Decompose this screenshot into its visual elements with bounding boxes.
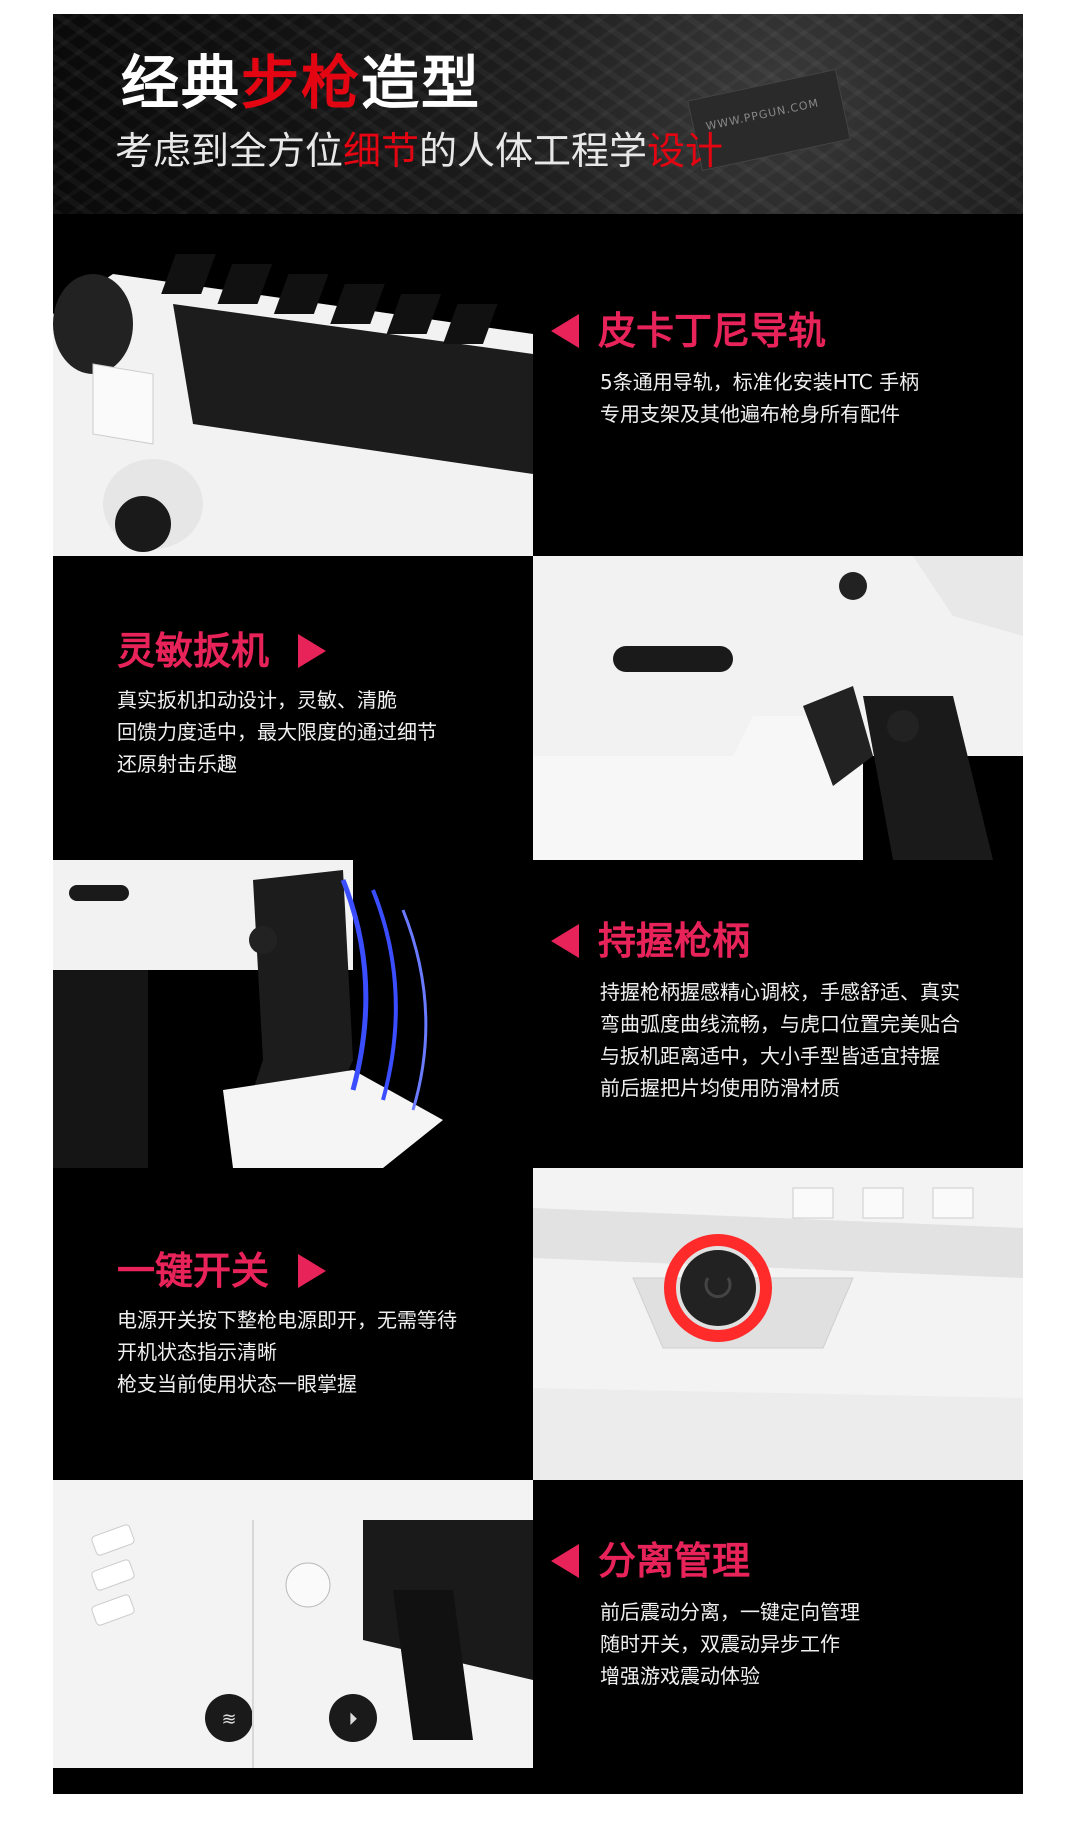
trigger-image: [533, 556, 1023, 860]
page-title: 经典步枪造型: [121, 54, 481, 112]
vibration-front-button: [205, 1694, 253, 1742]
feature-desc-grip: 持握枪柄握感精心调校，手感舒适、真实 弯曲弧度曲线流畅，与虎口位置完美贴合 与扳…: [600, 976, 960, 1104]
title-text: 经典: [121, 49, 242, 117]
svg-text:⏵: ⏵: [349, 1709, 358, 1730]
grip-illustration: [53, 860, 443, 1168]
feature-desc-rail: 5条通用导轨，标准化安装HTC 手柄 专用支架及其他遍布枪身所有配件: [600, 366, 919, 430]
desc-line: 还原射击乐趣: [117, 752, 237, 776]
desc-line: 回馈力度适中，最大限度的通过细节: [117, 720, 437, 744]
subtitle-text-2: 的人体工程学: [419, 129, 648, 173]
grip-image: [53, 860, 473, 1168]
vibration-image: ≋ ⏵: [53, 1480, 533, 1768]
arrow-right-icon: [298, 1254, 326, 1288]
svg-text:≋: ≋: [221, 1709, 236, 1730]
header-banner: WWW.PPGUN.COM 经典步枪造型 考虑到全方位细节的人体工程学设计: [53, 14, 1023, 214]
power-switch-illustration: [533, 1168, 1023, 1480]
feature-title-trigger: 灵敏扳机: [117, 629, 270, 673]
feature-title-power: 一键开关: [117, 1249, 270, 1293]
camo-texture: [53, 14, 1023, 214]
subtitle-highlight-2: 设计: [647, 129, 724, 173]
desc-line: 前后握把片均使用防滑材质: [600, 1076, 840, 1100]
desc-line: 前后震动分离，一键定向管理: [600, 1600, 860, 1624]
rail-illustration: [53, 254, 533, 556]
feature-title-grip: 持握枪柄: [598, 919, 751, 963]
power-ring: [664, 1234, 772, 1342]
arrow-left-icon: [551, 314, 579, 348]
subtitle-highlight-1: 细节: [343, 129, 420, 173]
desc-line: 增强游戏震动体验: [600, 1664, 760, 1688]
desc-line: 与扳机距离适中，大小手型皆适宜持握: [600, 1044, 940, 1068]
arrow-right-icon: [298, 634, 326, 668]
patch-text: WWW.PPGUN.COM: [704, 96, 821, 134]
vibration-rear-button: [329, 1694, 377, 1742]
desc-line: 真实扳机扣动设计，灵敏、清脆: [117, 688, 397, 712]
feature-desc-vibration: 前后震动分离，一键定向管理 随时开关，双震动异步工作 增强游戏震动体验: [600, 1596, 860, 1692]
desc-line: 电源开关按下整枪电源即开，无需等待: [117, 1308, 457, 1332]
arrow-left-icon: [551, 924, 579, 958]
feature-desc-power: 电源开关按下整枪电源即开，无需等待 开机状态指示清晰 枪支当前使用状态一眼掌握: [117, 1304, 457, 1400]
desc-line: 5条通用导轨，标准化安装HTC 手柄: [600, 370, 920, 394]
feature-title-rail: 皮卡丁尼导轨: [598, 309, 827, 353]
feature-desc-trigger: 真实扳机扣动设计，灵敏、清脆 回馈力度适中，最大限度的通过细节 还原射击乐趣: [117, 684, 437, 780]
power-switch-image: [533, 1168, 1023, 1480]
trigger-illustration: [533, 556, 1023, 860]
desc-line: 持握枪柄握感精心调校，手感舒适、真实: [600, 980, 960, 1004]
title-text-end: 造型: [361, 49, 482, 117]
desc-line: 开机状态指示清晰: [117, 1340, 277, 1364]
desc-line: 弯曲弧度曲线流畅，与虎口位置完美贴合: [600, 1012, 960, 1036]
desc-line: 专用支架及其他遍布枪身所有配件: [600, 402, 900, 426]
title-highlight: 步枪: [241, 49, 362, 117]
product-page: WWW.PPGUN.COM 经典步枪造型 考虑到全方位细节的人体工程学设计: [53, 14, 1023, 1794]
page-subtitle: 考虑到全方位细节的人体工程学设计: [115, 132, 723, 170]
vibration-illustration: ≋ ⏵: [53, 1480, 533, 1768]
feature-title-vibration: 分离管理: [598, 1539, 751, 1583]
arrow-left-icon: [551, 1544, 579, 1578]
desc-line: 枪支当前使用状态一眼掌握: [117, 1372, 357, 1396]
subtitle-text: 考虑到全方位: [115, 129, 344, 173]
rail-image: [53, 234, 533, 556]
desc-line: 随时开关，双震动异步工作: [600, 1632, 840, 1656]
